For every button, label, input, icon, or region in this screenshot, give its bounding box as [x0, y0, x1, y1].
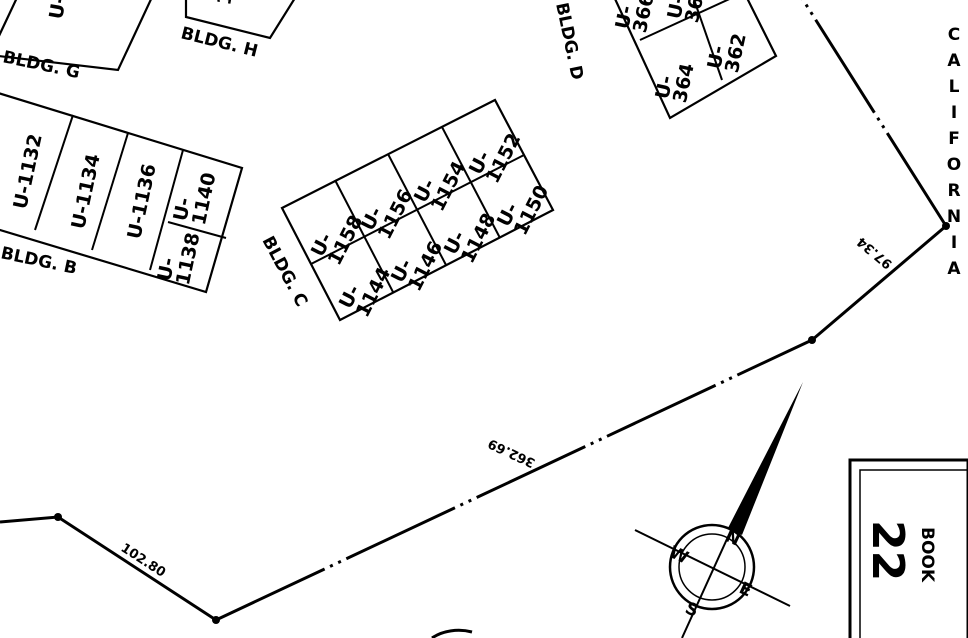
book-number: 22	[862, 520, 913, 581]
unit-1132-label: U-1132	[9, 132, 46, 211]
boundary-segment-south	[215, 338, 813, 622]
unit-1158-label: U-1158	[307, 203, 368, 269]
bldg-b-label: BLDG. B	[0, 243, 79, 279]
california-letter: A	[947, 51, 961, 71]
california-letter: O	[947, 155, 961, 175]
property-boundary	[0, 0, 948, 622]
california-letter: F	[948, 129, 960, 149]
unit-1140-label: U-1140	[169, 167, 220, 227]
california-letter: A	[947, 259, 961, 279]
california-letter: R	[947, 181, 960, 201]
unit-366-label: U-366	[611, 0, 658, 35]
compass-s: S	[682, 598, 702, 621]
boundary-monument	[942, 222, 950, 230]
unit-1154-label: U-1154	[410, 149, 471, 215]
compass-north-south-line	[681, 505, 743, 638]
building-b: U-1132 U-1134 U-1136 U-1140 U-1138 BLDG.…	[0, 92, 244, 294]
north-arrow-icon	[728, 382, 803, 535]
boundary-monument	[808, 336, 816, 344]
california-letter: C	[948, 25, 960, 45]
unit-1152-label: U-1152	[465, 121, 526, 187]
compass-east-west-line	[634, 529, 791, 607]
california-letter: I	[951, 233, 957, 253]
unit-364-label: U-364	[651, 58, 698, 105]
unit-362-label: U-362	[703, 28, 750, 75]
book-label: BOOK	[917, 527, 937, 583]
north-arrow-compass: N W E S	[634, 382, 803, 638]
unit-1134-label: U-1134	[67, 152, 104, 231]
compass-n: N	[722, 526, 743, 550]
california-letter: I	[951, 103, 957, 123]
partial-curve	[431, 628, 473, 638]
unit-1162-label: 1162	[213, 0, 244, 7]
bldg-h-label: BLDG. H	[179, 23, 260, 61]
unit-1136-label: U-1136	[123, 162, 160, 241]
california-letter: N	[947, 207, 961, 227]
bldg-d-label: BLDG. D	[551, 1, 587, 82]
building-h: 1162 BLDG. H	[179, 0, 296, 62]
california-letter: L	[949, 77, 960, 97]
book-box: BOOK 22	[848, 458, 968, 638]
building-g: U- 1168 BLDG. G	[0, 0, 152, 83]
california-label: C A L I F O R N I A	[947, 25, 962, 279]
boundary-segment-east	[811, 224, 947, 342]
building-c: U-1158 U-1156 U-1154 U-1152 U-1144 U-114…	[258, 98, 555, 322]
bldg-c-label: BLDG. C	[258, 233, 312, 310]
unit-1148-label: U-1148	[440, 201, 501, 267]
unit-1146-label: U-1146	[387, 229, 448, 295]
compass-inner-ring	[678, 533, 746, 601]
dimension-362-69: 362.69	[486, 435, 538, 470]
unit-1138-label: U-1138	[153, 227, 204, 287]
bldg-g-label: BLDG. G	[1, 47, 82, 83]
dimension-97-34: 97.34	[854, 234, 895, 272]
unit-360-label: U-360	[663, 0, 710, 25]
boundary-segment-north	[801, 0, 948, 227]
boundary-monument	[212, 616, 220, 624]
building-d: U-366 U-364 U-360 U-362 BLDG. D	[551, 0, 778, 120]
unit-1168-label: U- 1168	[45, 0, 81, 21]
boundary-monument	[54, 513, 62, 521]
compass-ring	[668, 523, 756, 611]
boundary-segment-west	[0, 515, 217, 622]
unit-1156-label: U-1156	[357, 177, 418, 243]
